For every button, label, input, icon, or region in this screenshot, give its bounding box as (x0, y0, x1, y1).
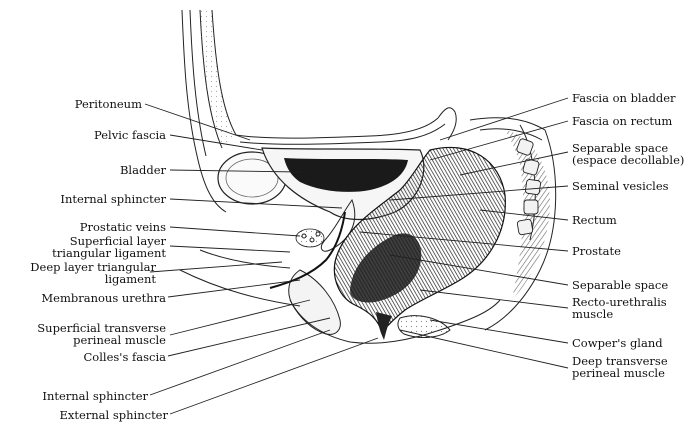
label-internal-sphincter-lower: Internal sphincter (42, 390, 148, 402)
label-membranous-urethra: Membranous urethra (41, 292, 166, 304)
anal-canal (376, 312, 392, 340)
label-prostate: Prostate (572, 245, 621, 257)
prostatic-veins (296, 229, 324, 247)
label-deep-layer-ligament: ligament (105, 274, 156, 285)
label-peritoneum: Peritoneum (75, 98, 142, 110)
label-triangular-ligament: triangular ligament (52, 248, 166, 259)
label-internal-sphincter-upper: Internal sphincter (60, 193, 166, 205)
label-seminal-vesicles: Seminal vesicles (572, 180, 669, 192)
label-fascia-on-rectum: Fascia on rectum (572, 115, 672, 127)
label-deep-transverse-2: perineal muscle (572, 368, 665, 379)
label-bladder: Bladder (120, 164, 166, 176)
label-fascia-on-bladder: Fascia on bladder (572, 92, 676, 104)
label-colles-fascia: Colles's fascia (84, 351, 167, 363)
label-superficial-transverse-2: perineal muscle (73, 335, 166, 346)
peritoneum-lines (236, 108, 456, 145)
label-recto-urethralis-muscle: muscle (572, 309, 613, 320)
label-espace-decollable: (espace decollable) (572, 155, 684, 166)
label-cowpers-gland: Cowper's gland (572, 337, 663, 349)
label-external-sphincter: External sphincter (59, 409, 168, 421)
label-rectum: Rectum (572, 214, 617, 226)
label-prostatic-veins: Prostatic veins (80, 221, 166, 233)
external-sphincter (398, 316, 450, 338)
label-separable-space-lower: Separable space (572, 279, 668, 291)
label-pelvic-fascia: Pelvic fascia (94, 129, 166, 141)
